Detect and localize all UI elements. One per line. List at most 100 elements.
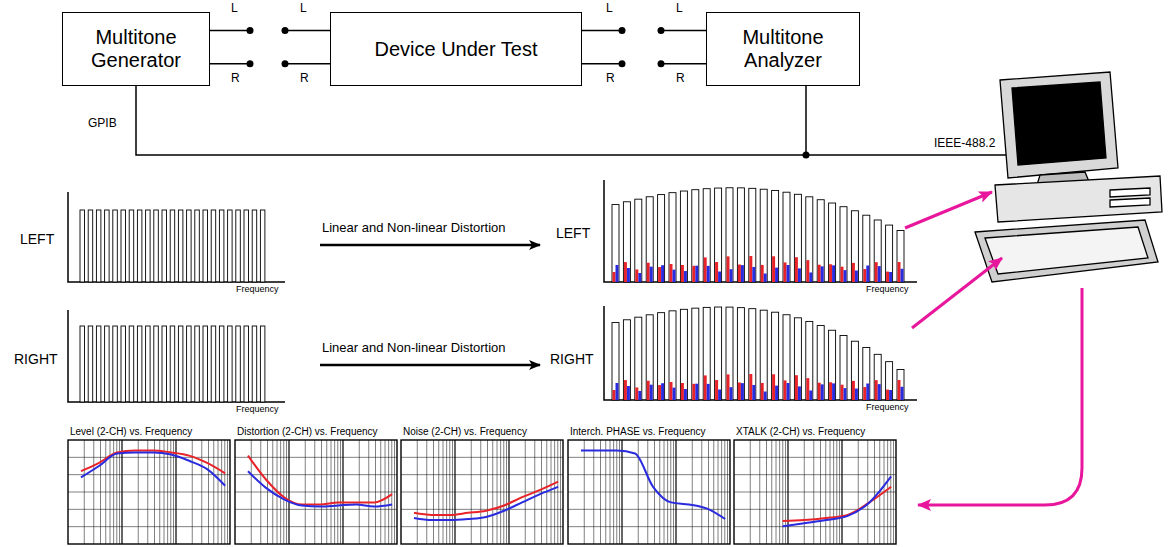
noise-bar xyxy=(741,265,744,282)
data-flow-arrow xyxy=(905,192,1082,505)
line-chart xyxy=(734,440,896,544)
distortion-bar xyxy=(886,390,889,400)
noise-bar xyxy=(764,274,767,282)
tone-bar xyxy=(794,194,801,282)
instrument-box: Multitone Analyzer xyxy=(706,12,860,86)
distortion-bar xyxy=(749,256,752,282)
signal-wire xyxy=(210,30,330,32)
grid-line xyxy=(401,492,563,493)
tone-bar xyxy=(146,326,151,402)
tone-bar xyxy=(623,320,630,400)
distortion-bar xyxy=(772,256,775,282)
tone-bar xyxy=(829,330,836,400)
noise-bar xyxy=(809,272,812,282)
chart-title: Interch. PHASE vs. Frequency xyxy=(570,426,706,437)
tone-bar xyxy=(195,210,200,282)
tone-bar xyxy=(863,348,870,400)
tone-bar xyxy=(105,326,110,402)
distortion-bar xyxy=(692,384,695,400)
distortion-bar xyxy=(704,257,707,282)
instrument-box: Device Under Test xyxy=(330,12,582,86)
box-label: Device Under Test xyxy=(374,38,537,61)
tone-bar xyxy=(806,321,813,400)
tone-bar xyxy=(772,312,779,400)
grid-line xyxy=(68,492,230,493)
distortion-bar xyxy=(772,374,775,400)
grid-line xyxy=(235,509,397,510)
grid-line xyxy=(568,492,730,493)
tone-bar xyxy=(113,326,118,402)
distortion-bar xyxy=(647,381,650,400)
terminal-dot xyxy=(282,27,289,34)
grid-line xyxy=(401,457,563,458)
chart-title: Level (2-CH) vs. Frequency xyxy=(70,426,192,437)
tone-bar xyxy=(236,326,241,402)
noise-bar xyxy=(855,389,858,400)
terminal-dot xyxy=(658,27,665,34)
tone-bar xyxy=(203,210,208,282)
distortion-bar xyxy=(613,272,616,282)
tone-bar xyxy=(851,211,858,282)
noise-bar xyxy=(730,387,733,400)
data-curve xyxy=(414,487,558,520)
line-chart xyxy=(68,440,230,544)
distortion-bar xyxy=(670,264,673,282)
distortion-bar xyxy=(841,267,844,282)
tone-bar xyxy=(874,354,881,400)
terminal-label: R xyxy=(300,72,309,85)
noise-bar xyxy=(832,383,835,400)
distortion-bar xyxy=(749,374,752,400)
tone-bar xyxy=(228,210,233,282)
data-curve xyxy=(414,482,558,515)
line-chart xyxy=(568,440,730,544)
noise-bar xyxy=(844,270,847,282)
tone-bar xyxy=(236,210,241,282)
distortion-bar xyxy=(635,269,638,282)
tone-bar xyxy=(88,326,93,402)
tone-bar xyxy=(162,326,167,402)
grid-line xyxy=(401,526,563,527)
tone-bar xyxy=(260,210,265,282)
tone-bar xyxy=(703,307,710,400)
terminal-dot xyxy=(282,60,289,67)
distortion-bar xyxy=(624,380,627,400)
instrument-box: Multitone Generator xyxy=(62,12,210,86)
signal-wire xyxy=(210,63,330,65)
tone-bar xyxy=(794,318,801,400)
signal-wire xyxy=(582,30,706,32)
distortion-bar xyxy=(863,387,866,400)
distortion-bar xyxy=(715,262,718,282)
noise-bar xyxy=(752,267,755,282)
box-label: Multitone Generator xyxy=(71,26,201,72)
noise-bar xyxy=(787,265,790,282)
channel-label: RIGHT xyxy=(550,352,594,367)
chart-frame xyxy=(401,440,563,544)
distortion-bar xyxy=(635,387,638,400)
tone-bar xyxy=(760,310,767,400)
tone-bar xyxy=(623,202,630,282)
tone-bar xyxy=(806,197,813,282)
tone-bar xyxy=(129,326,134,402)
tone-bar xyxy=(154,326,159,402)
grid-line xyxy=(734,509,896,510)
box-label: Multitone Analyzer xyxy=(715,26,851,72)
distortion-bar xyxy=(738,265,741,282)
distortion-bar xyxy=(613,390,616,400)
tone-bar xyxy=(635,317,642,400)
tone-bar xyxy=(113,210,118,282)
tone-bar xyxy=(244,210,249,282)
noise-bar xyxy=(821,266,824,282)
terminal-label: R xyxy=(676,72,685,85)
noise-bar xyxy=(809,390,812,400)
tone-bar xyxy=(749,309,756,400)
tone-bar xyxy=(635,199,642,282)
noise-bar xyxy=(616,383,619,400)
tone-bar xyxy=(703,189,710,282)
noise-bar xyxy=(661,265,664,282)
distortion-bar xyxy=(863,269,866,282)
noise-bar xyxy=(878,384,881,400)
noise-bar xyxy=(764,392,767,400)
tone-bar xyxy=(715,188,722,282)
grid-line xyxy=(401,474,563,475)
tone-bar xyxy=(692,190,699,282)
